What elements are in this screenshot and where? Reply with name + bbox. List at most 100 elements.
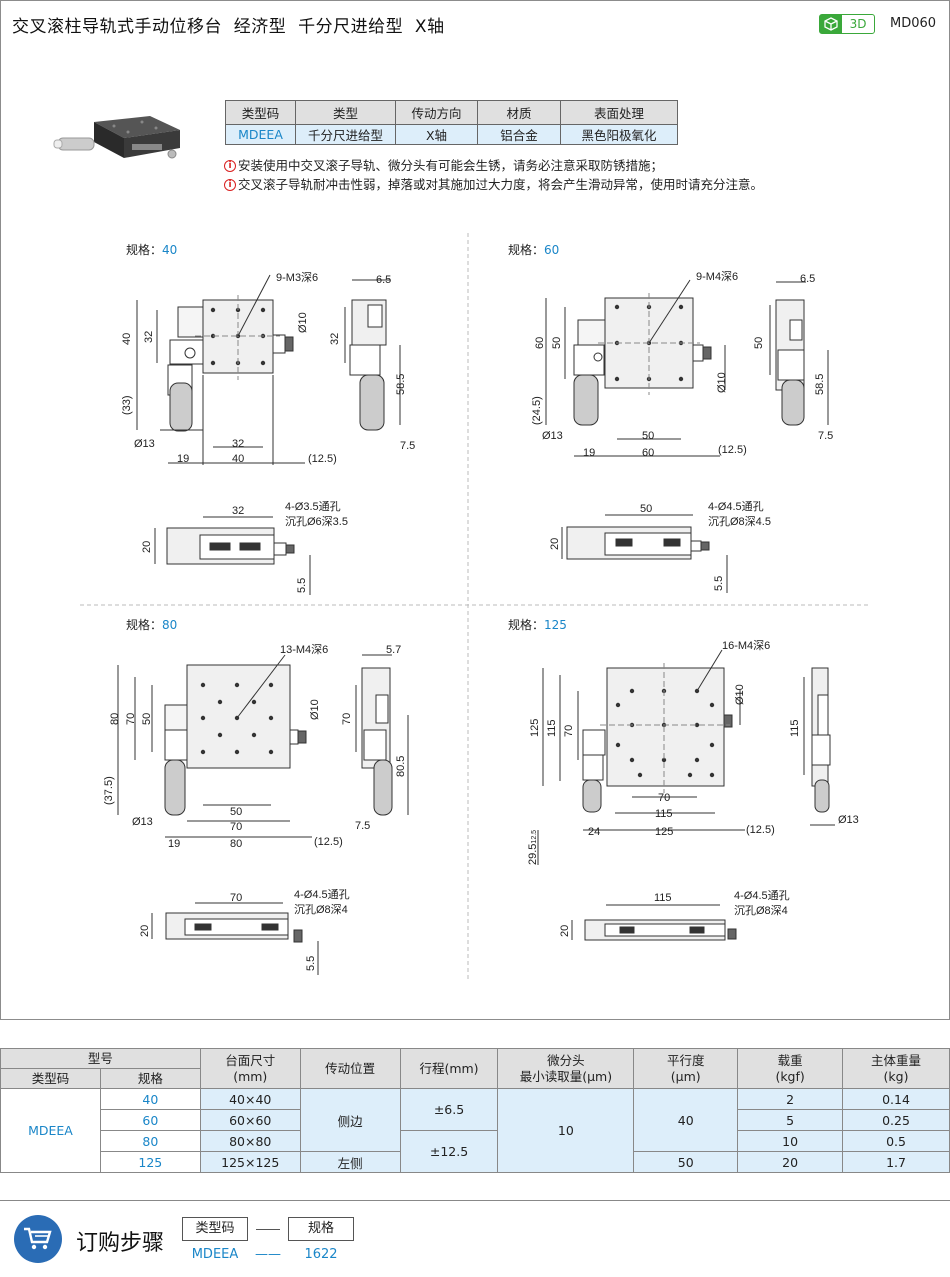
svg-text:Ø13: Ø13: [542, 430, 563, 442]
svg-text:50: 50: [642, 430, 654, 442]
cell-size: 40×40: [199, 1088, 301, 1110]
cell-load: 2: [737, 1088, 844, 1110]
svg-text:80: 80: [109, 713, 121, 725]
svg-text:50: 50: [551, 337, 563, 349]
svg-text:32: 32: [329, 333, 341, 345]
drawing-80-right: [355, 654, 409, 816]
svg-text:115: 115: [546, 719, 558, 737]
svg-text:70: 70: [563, 725, 575, 737]
svg-text:(12.5): (12.5): [308, 453, 337, 465]
table-row: 80 80×80 ±12.5 10 0.5: [1, 1130, 950, 1173]
svg-text:115: 115: [655, 808, 673, 820]
table-row: MDEEA 40 40×40 侧边 ±6.5 10 40 2 0.14: [0, 1088, 950, 1173]
cell-stroke-b: ±12.5: [399, 1130, 499, 1173]
cell-load: 10: [737, 1130, 844, 1152]
drawing-125-side: [571, 904, 737, 941]
cell-spec: 60: [99, 1109, 201, 1131]
svg-text:19: 19: [177, 453, 189, 465]
svg-text:20: 20: [139, 925, 151, 937]
spec-label-40: 规格：40: [126, 243, 178, 257]
order-value-dash: ——: [255, 1247, 281, 1262]
svg-text:5.7: 5.7: [386, 644, 401, 656]
cell-weight: 0.14: [842, 1088, 950, 1110]
svg-text:6.5: 6.5: [376, 274, 391, 286]
drawing-60-right: [769, 281, 829, 426]
warning-icon: i: [224, 178, 236, 191]
svg-text:40: 40: [232, 453, 244, 465]
spec-label-60: 规格：60: [508, 243, 560, 257]
spec-cell-drive: X轴: [395, 124, 478, 145]
product-photo: [52, 108, 182, 168]
svg-text:7.5: 7.5: [355, 820, 370, 832]
header-spec: 规格: [99, 1068, 201, 1089]
svg-text:Ø13: Ø13: [132, 816, 153, 828]
table-row: 60 60×60 5 0.25: [1, 1109, 950, 1131]
drawing-80-side: [151, 902, 319, 975]
svg-text:4-Ø4.5通孔: 4-Ø4.5通孔: [294, 888, 350, 901]
svg-text:沉孔Ø8深4.5: 沉孔Ø8深4.5: [708, 515, 771, 528]
drawing-40-labels: 9-M3深6 40 32 (33) Ø10 Ø13 32 19 40 (12.5…: [121, 271, 337, 465]
spec-header-surface: 表面处理: [560, 100, 678, 125]
note-text: 安装使用中交叉滚子导轨、微分头有可能会生锈，请务必注意采取防锈措施；: [238, 158, 664, 173]
header-weight: 主体重量(kg): [842, 1048, 950, 1089]
svg-text:Ø13: Ø13: [838, 814, 859, 826]
order-box-spec: 规格: [288, 1217, 354, 1241]
header-table-size: 台面尺寸(mm): [199, 1048, 301, 1089]
svg-text:Ø13: Ø13: [134, 438, 155, 450]
svg-text:5.5: 5.5: [296, 578, 308, 593]
drawing-60-side: [561, 514, 728, 593]
svg-text:20: 20: [141, 541, 153, 553]
order-box-type-code: 类型码: [182, 1217, 248, 1241]
cell-size: 60×60: [199, 1109, 301, 1131]
cell-weight: 0.5: [842, 1130, 950, 1152]
svg-text:32: 32: [232, 438, 244, 450]
svg-text:32: 32: [143, 331, 155, 343]
3d-model-button[interactable]: 3D: [819, 14, 875, 34]
order-steps: 订购步骤 类型码 规格 MDEEA —— 1622: [0, 1200, 950, 1277]
table-row: 125 125×125 左侧 50 20 1.7: [1, 1151, 950, 1173]
order-dash: [256, 1229, 280, 1230]
svg-text:50: 50: [141, 713, 153, 725]
cell-weight: 0.25: [842, 1109, 950, 1131]
svg-text:(24.5): (24.5): [531, 396, 543, 425]
cell-min-read: 10: [497, 1088, 635, 1173]
header-model: 型号: [0, 1048, 201, 1069]
svg-text:29.512.5: 29.512.5: [527, 830, 539, 865]
svg-text:13-M4深6: 13-M4深6: [280, 643, 328, 656]
svg-text:60: 60: [534, 337, 546, 349]
header-drive-pos: 传动位置: [299, 1048, 401, 1089]
spec-cell-surface: 黑色阳极氧化: [560, 124, 678, 145]
dimension-drawings: 规格：40 规格：60 规格：80 规格：125: [0, 225, 950, 985]
spec-cell-type: 千分尺进给型: [295, 124, 396, 145]
drawing-125-top: [537, 649, 745, 865]
svg-text:50: 50: [230, 806, 242, 818]
svg-text:70: 70: [230, 821, 242, 833]
svg-text:115: 115: [654, 892, 672, 904]
svg-text:70: 70: [125, 713, 137, 725]
cell-drive-side: 侧边: [299, 1088, 401, 1152]
svg-text:Ø10: Ø10: [716, 372, 728, 393]
header-parallel: 平行度(μm): [633, 1048, 739, 1089]
spec-cell-material: 铝合金: [477, 124, 561, 145]
svg-text:(37.5): (37.5): [103, 776, 115, 805]
spec-header-drive: 传动方向: [395, 100, 478, 125]
cell-spec: 80: [99, 1130, 201, 1152]
svg-text:125: 125: [655, 826, 673, 838]
svg-text:7.5: 7.5: [400, 440, 415, 452]
cell-type-code: MDEEA: [0, 1088, 101, 1173]
svg-text:20: 20: [559, 925, 571, 937]
svg-text:(12.5): (12.5): [314, 836, 343, 848]
svg-text:115: 115: [789, 719, 801, 737]
drawing-125-right: [803, 667, 835, 826]
header-stroke: 行程(mm): [399, 1048, 499, 1089]
svg-text:沉孔Ø8深4: 沉孔Ø8深4: [734, 904, 788, 917]
svg-text:9-M4深6: 9-M4深6: [696, 270, 738, 283]
svg-text:80: 80: [230, 838, 242, 850]
svg-text:沉孔Ø6深3.5: 沉孔Ø6深3.5: [285, 515, 348, 528]
svg-text:(33): (33): [121, 395, 133, 415]
order-value-type-code: MDEEA: [191, 1247, 239, 1262]
spec-header-type-code: 类型码: [225, 100, 296, 125]
order-value-spec: 1622: [304, 1247, 338, 1262]
